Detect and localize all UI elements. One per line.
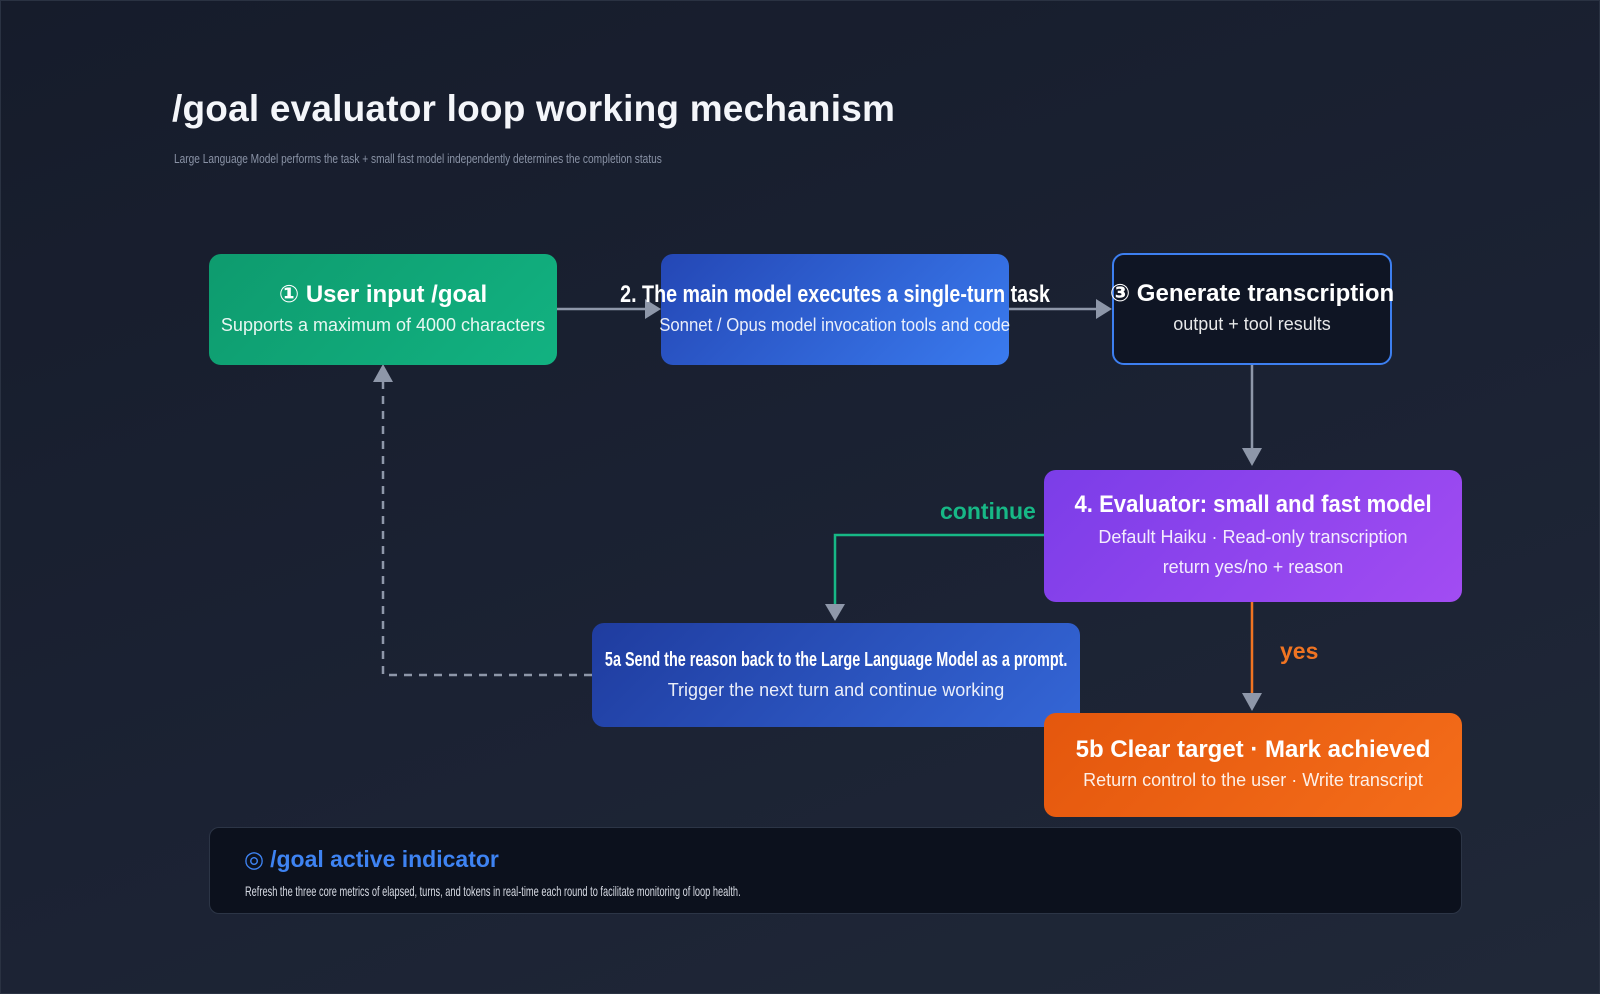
node-evaluator-title: 4. Evaluator: small and fast model	[1074, 491, 1432, 518]
edge-label-continue: continue	[940, 498, 1036, 524]
node-main-model-subtitle: Sonnet / Opus model invocation tools and…	[659, 314, 1011, 335]
node-evaluator-subtitle-line1: Default Haiku · Read-only transcription	[1098, 527, 1408, 547]
arrowhead-input-to-main	[645, 299, 661, 319]
node-evaluator-subtitle-line2: return yes/no + reason	[1162, 557, 1344, 577]
edge-label-yes: yes	[1280, 638, 1319, 664]
page-subtitle: Large Language Model performs the task +…	[174, 151, 662, 166]
node-transcription-subtitle: output + tool results	[1173, 314, 1331, 334]
legend-heading: ◎/goal active indicator	[244, 846, 499, 873]
node-send-back-subtitle: Trigger the next turn and continue worki…	[667, 680, 1005, 700]
node-evaluator: 4. Evaluator: small and fast model Defau…	[1044, 470, 1462, 602]
arrowhead-yes	[1242, 693, 1262, 711]
node-clear-target-subtitle: Return control to the user · Write trans…	[1083, 770, 1423, 790]
page-title: /goal evaluator loop working mechanism	[172, 88, 896, 129]
node-main-model: 2. The main model executes a single-turn…	[620, 254, 1050, 365]
node-transcription-title: ③ Generate transcription	[1109, 280, 1395, 307]
node-user-input: ① User input /goal Supports a maximum of…	[209, 254, 557, 365]
node-user-input-title: ① User input /goal	[278, 280, 488, 308]
node-send-back-title: 5a Send the reason back to the Large Lan…	[604, 649, 1068, 671]
legend-title: /goal active indicator	[270, 846, 499, 872]
node-clear-target-title: 5b Clear target · Mark achieved	[1075, 736, 1431, 763]
legend-description: Refresh the three core metrics of elapse…	[245, 883, 741, 899]
arrow-evaluator-continue	[833, 533, 1044, 604]
node-clear-target: 5b Clear target · Mark achieved Return c…	[1044, 713, 1462, 817]
node-send-back: 5a Send the reason back to the Large Lan…	[592, 623, 1080, 727]
node-main-model-title: 2. The main model executes a single-turn…	[620, 280, 1050, 308]
node-user-input-subtitle: Supports a maximum of 4000 characters	[220, 314, 546, 335]
arrowhead-loop-back	[373, 364, 393, 382]
legend-panel: ◎/goal active indicator Refresh the thre…	[209, 827, 1462, 914]
arrow-loop-back	[381, 380, 592, 677]
arrowhead-continue	[825, 604, 845, 621]
arrowhead-main-to-transcription	[1096, 299, 1112, 319]
node-transcription: ③ Generate transcription output + tool r…	[1109, 253, 1395, 365]
target-ring-icon: ◎	[244, 846, 265, 872]
arrowhead-transcription-to-evaluator	[1242, 448, 1262, 466]
